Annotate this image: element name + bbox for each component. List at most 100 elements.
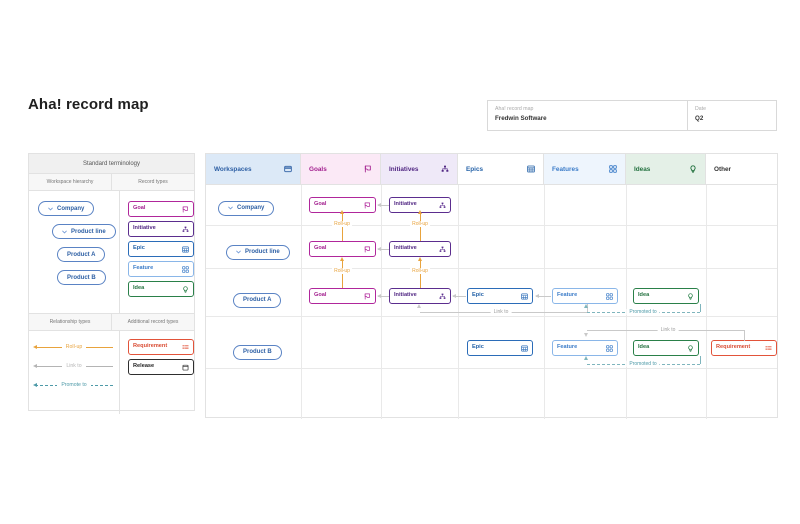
flag-icon xyxy=(182,206,189,213)
grid-initiative-row3[interactable]: Initiative xyxy=(389,288,451,304)
record-card-goal[interactable]: Goal xyxy=(309,288,376,304)
grid-column-header-workspaces[interactable]: Workspaces xyxy=(206,154,301,184)
record-card-idea[interactable]: Idea xyxy=(633,288,699,304)
legend-record-release-label: Release xyxy=(133,363,155,370)
connector-label-rollup: Roll-up xyxy=(410,221,430,227)
lightbulb-icon xyxy=(687,292,694,300)
legend-workspace-product-a[interactable]: Product A xyxy=(57,247,106,262)
connector-linkto-feature-riser xyxy=(587,304,588,312)
workspace-pill-product-a[interactable]: Product A xyxy=(233,292,282,308)
legend-record-requirement[interactable]: Requirement xyxy=(128,339,194,355)
grid-column-header-features[interactable]: Features xyxy=(544,154,626,184)
grid-column-header-initiatives-label: Initiatives xyxy=(389,165,419,173)
legend-record-release[interactable]: Release xyxy=(128,359,194,375)
legend-subheader-row-2: Relationship types Additional record typ… xyxy=(29,313,194,331)
grid-requirement-row4[interactable]: Requirement xyxy=(711,340,777,356)
grid-goal-row2[interactable]: Goal xyxy=(309,241,376,257)
workspace-pill-product-b[interactable]: Product B xyxy=(233,344,282,360)
grid-column-header-epics-label: Epics xyxy=(466,165,484,173)
record-card-idea[interactable]: Idea xyxy=(633,340,699,356)
record-card-feature[interactable]: Feature xyxy=(552,288,618,304)
flag-icon xyxy=(364,202,371,209)
grid-feature-row3[interactable]: Feature xyxy=(552,288,618,304)
record-card-initiative[interactable]: Initiative xyxy=(389,241,451,257)
linkto-arrow-icon xyxy=(33,363,37,368)
legend-record-idea[interactable]: Idea xyxy=(128,281,194,297)
legend-relationship-linkto: Link to xyxy=(29,356,119,375)
record-card-idea-label: Idea xyxy=(638,292,650,299)
grid-column-header-other[interactable]: Other xyxy=(706,154,777,184)
grid-initiative-row2[interactable]: Initiative xyxy=(389,241,451,257)
grid-workspace-product-line[interactable]: Product line xyxy=(226,241,290,260)
lightbulb-icon xyxy=(687,344,694,352)
meta-name-label: Aha! record map xyxy=(495,106,534,112)
grid-icon xyxy=(521,345,528,352)
grid-col-divider xyxy=(381,185,382,419)
record-map-grid: Workspaces Goals Initiatives Epics Featu… xyxy=(205,153,778,419)
grid-column-header-goals-label: Goals xyxy=(309,165,327,173)
workspace-pill-product-line[interactable]: Product line xyxy=(226,244,290,260)
meta-name-value: Fredwin Software xyxy=(495,115,547,122)
legend-record-feature[interactable]: Feature xyxy=(128,261,194,277)
grid-row-divider xyxy=(206,368,777,369)
connector-promoteto-arrow-icon xyxy=(584,304,589,308)
legend-workspace-product-b[interactable]: Product B xyxy=(57,270,106,285)
legend-subheader-records: Record types xyxy=(112,174,194,190)
grid-column-header-epics[interactable]: Epics xyxy=(458,154,544,184)
grid-workspace-product-b[interactable]: Product B xyxy=(233,340,282,360)
flag-icon xyxy=(364,293,371,300)
flag-icon xyxy=(364,246,371,253)
grid-column-header-ideas[interactable]: Ideas xyxy=(626,154,706,184)
record-card-initiative[interactable]: Initiative xyxy=(389,288,451,304)
flag-icon xyxy=(364,165,372,173)
workspace-pill-company[interactable]: Company xyxy=(218,200,275,216)
lightbulb-icon xyxy=(689,165,697,173)
grid-column-header-initiatives[interactable]: Initiatives xyxy=(381,154,458,184)
legend-relationship-promoteto-label: Promote to xyxy=(57,381,91,388)
grid-col-divider xyxy=(626,185,627,419)
hash-icon xyxy=(182,265,189,273)
connector-label-rollup: Roll-up xyxy=(410,268,430,274)
legend-workspace-product-line[interactable]: Product line xyxy=(52,224,116,239)
window-icon xyxy=(284,165,292,173)
grid-feature-row4[interactable]: Feature xyxy=(552,340,618,356)
connector-rollup-goal-r2-r1 xyxy=(340,210,345,241)
legend-record-goal[interactable]: Goal xyxy=(128,201,194,217)
connector-initiative-to-goal xyxy=(377,203,389,208)
grid-column-header-workspaces-label: Workspaces xyxy=(214,165,252,173)
connector-rollup-goal-r3-r2 xyxy=(340,257,345,288)
meta-date-value: Q2 xyxy=(695,115,704,122)
record-card-initiative-label: Initiative xyxy=(394,292,417,299)
record-card-epic-label: Epic xyxy=(472,292,484,299)
legend-relationship-linkto-label: Link to xyxy=(62,362,86,369)
grid-idea-row3[interactable]: Idea xyxy=(633,288,699,304)
lightbulb-icon xyxy=(182,285,189,293)
grid-epic-row4[interactable]: Epic xyxy=(467,340,533,356)
record-card-epic[interactable]: Epic xyxy=(467,288,533,304)
grid-idea-row4[interactable]: Idea xyxy=(633,340,699,356)
grid-icon xyxy=(527,165,535,173)
grid-epic-row3[interactable]: Epic xyxy=(467,288,533,304)
record-card-goal[interactable]: Goal xyxy=(309,241,376,257)
grid-col-divider xyxy=(458,185,459,419)
legend-record-initiative[interactable]: Initiative xyxy=(128,221,194,237)
grid-workspace-company[interactable]: Company xyxy=(218,197,275,216)
legend-subheader-relationships: Relationship types xyxy=(29,314,112,330)
legend-hierarchy-col: Company Product line Product A Product B xyxy=(29,191,120,313)
record-card-epic[interactable]: Epic xyxy=(467,340,533,356)
record-card-feature[interactable]: Feature xyxy=(552,340,618,356)
legend-record-epic-label: Epic xyxy=(133,245,145,252)
grid-column-header-goals[interactable]: Goals xyxy=(301,154,381,184)
record-card-initiative-label: Initiative xyxy=(394,245,417,252)
grid-goal-row3[interactable]: Goal xyxy=(309,288,376,304)
hierarchy-icon xyxy=(182,226,189,233)
connector-label-linkto: Link to xyxy=(657,327,679,333)
grid-workspace-product-a[interactable]: Product A xyxy=(233,288,282,308)
workspace-pill-product-line-label: Product line xyxy=(245,249,280,255)
legend-record-epic[interactable]: Epic xyxy=(128,241,194,257)
record-card-requirement[interactable]: Requirement xyxy=(711,340,777,356)
rollup-arrow-icon xyxy=(33,344,37,349)
legend-workspace-company[interactable]: Company xyxy=(38,201,95,216)
hierarchy-icon xyxy=(439,293,446,300)
grid-body: Company Goal Initiative xyxy=(206,185,777,419)
